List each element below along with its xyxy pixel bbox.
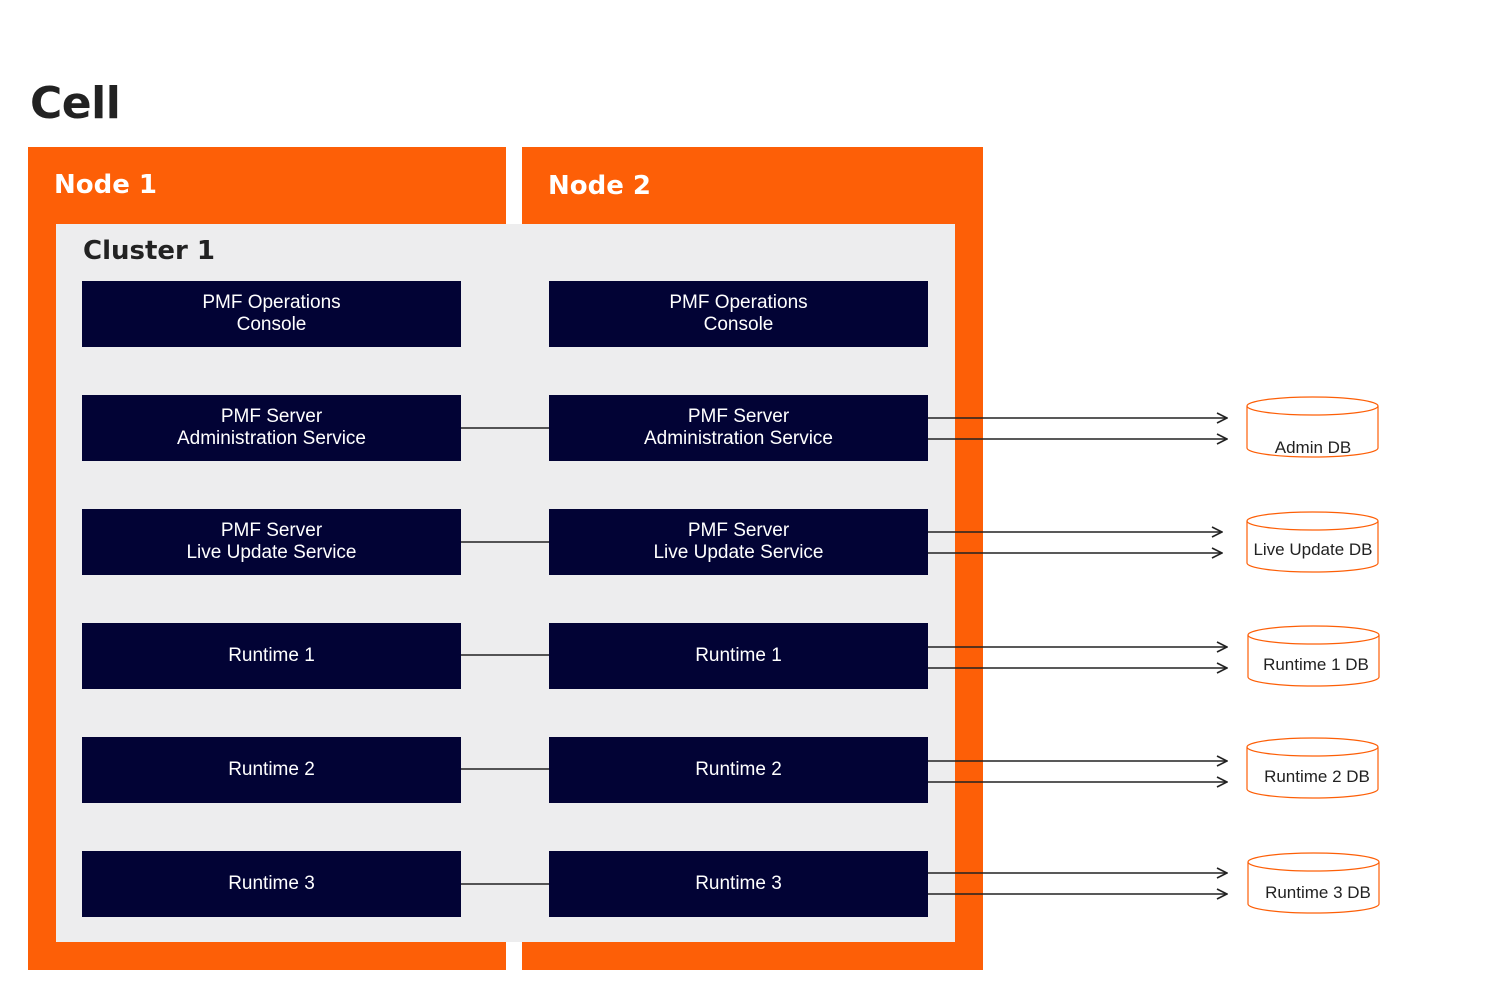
service-line1: PMF Server: [687, 406, 790, 427]
node-1-runtime-1: Runtime 1: [82, 623, 461, 689]
node-2-label: Node 2: [548, 171, 652, 201]
node-1-live-update-service: PMF Server Live Update Service: [82, 509, 461, 575]
node-1-operations-console: PMF Operations Console: [82, 281, 461, 347]
service-line1: Runtime 3: [695, 873, 782, 894]
node-1-runtime-2: Runtime 2: [82, 737, 461, 803]
service-line2: Administration Service: [176, 428, 367, 449]
service-line2: Live Update Service: [653, 542, 824, 563]
service-line1: PMF Server: [220, 520, 323, 541]
node-1-admin-service: PMF Server Administration Service: [82, 395, 461, 461]
runtime-1-db-label: Runtime 1 DB: [1263, 655, 1369, 674]
admin-db-label: Admin DB: [1274, 438, 1352, 457]
service-line1: PMF Operations: [669, 292, 808, 313]
service-line1: PMF Server: [687, 520, 790, 541]
node-2-live-update-service: PMF Server Live Update Service: [549, 509, 928, 575]
service-line2: Live Update Service: [186, 542, 357, 563]
node-2-operations-console: PMF Operations Console: [549, 281, 928, 347]
service-line2: Console: [236, 314, 307, 335]
runtime-1-db-cylinder: [1247, 625, 1380, 687]
service-line1: Runtime 2: [228, 759, 315, 780]
node-2-runtime-1: Runtime 1: [549, 623, 928, 689]
node-1-label: Node 1: [54, 170, 158, 200]
cell-title: Cell: [30, 78, 121, 129]
live-update-db-cylinder: [1246, 511, 1379, 573]
service-line2: Console: [703, 314, 774, 335]
live-update-db-label: Live Update DB: [1253, 540, 1373, 559]
cluster-1-label: Cluster 1: [83, 236, 216, 266]
runtime-3-db-label: Runtime 3 DB: [1265, 883, 1371, 902]
service-line1: Runtime 2: [695, 759, 782, 780]
service-line1: Runtime 1: [228, 645, 315, 666]
service-line1: PMF Operations: [202, 292, 341, 313]
service-line2: Administration Service: [643, 428, 834, 449]
admin-db-cylinder: [1246, 396, 1379, 458]
service-line1: Runtime 3: [228, 873, 315, 894]
runtime-2-db-cylinder: [1246, 737, 1379, 799]
runtime-3-db-cylinder: [1247, 852, 1380, 914]
runtime-2-db-label: Runtime 2 DB: [1264, 767, 1370, 786]
node-1-runtime-3: Runtime 3: [82, 851, 461, 917]
node-2-runtime-3: Runtime 3: [549, 851, 928, 917]
node-2-admin-service: PMF Server Administration Service: [549, 395, 928, 461]
service-line1: Runtime 1: [695, 645, 782, 666]
node-2-runtime-2: Runtime 2: [549, 737, 928, 803]
service-line1: PMF Server: [220, 406, 323, 427]
